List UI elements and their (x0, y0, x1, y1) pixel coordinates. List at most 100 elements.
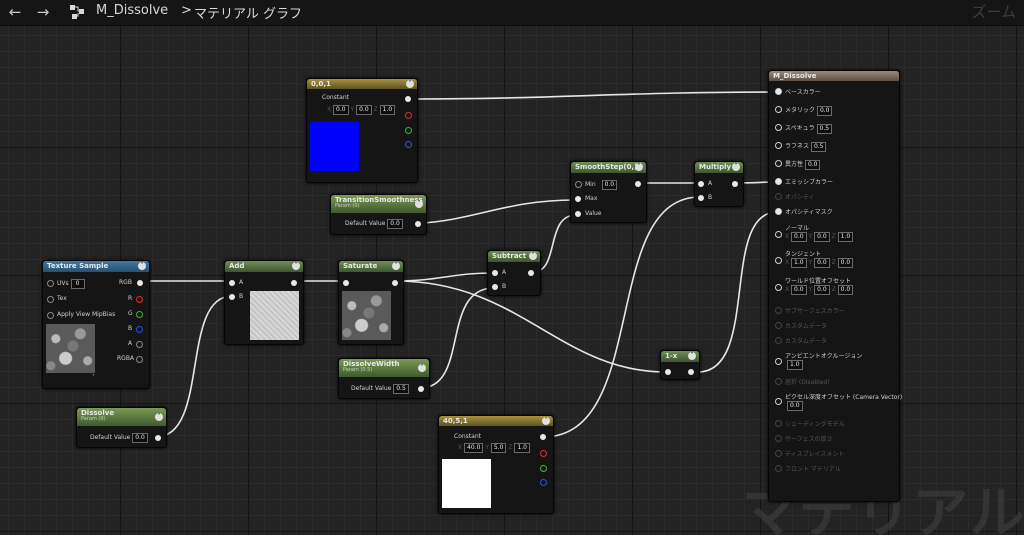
x-field[interactable]: 40.0 (464, 443, 484, 453)
input-pin-roughness[interactable] (775, 142, 782, 149)
chevron-down-icon[interactable]: ˅ (529, 252, 537, 260)
output-pin[interactable] (635, 181, 641, 187)
output-pin[interactable] (392, 280, 398, 286)
input-pin-pixel-depth[interactable] (775, 398, 782, 405)
output-pin-b[interactable] (405, 141, 412, 148)
chevron-down-icon[interactable]: ˅ (292, 262, 300, 270)
input-pin-a[interactable] (229, 280, 235, 286)
input-pin-mipbias[interactable] (47, 312, 54, 319)
chevron-down-icon[interactable]: ˅ (155, 413, 163, 421)
input-pin-uvs[interactable] (47, 280, 54, 287)
output-pin-rgba[interactable] (136, 356, 143, 363)
chevron-down-icon[interactable]: ˅ (392, 262, 400, 270)
input-pin[interactable] (665, 369, 671, 375)
node-header[interactable]: DissolveWidth Param (0.5) ˅ (339, 359, 429, 377)
output-pin-r[interactable] (540, 450, 547, 457)
normal-x-field[interactable]: 0.0 (791, 232, 807, 242)
input-pin-tangent[interactable] (775, 257, 782, 264)
node-header[interactable]: Multiply ˅ (695, 162, 743, 173)
node-header[interactable]: Dissolve Param (0) ˅ (77, 408, 166, 426)
breadcrumb-asset[interactable]: M_Dissolve (96, 3, 169, 18)
input-pin-specular[interactable] (775, 124, 782, 131)
input-pin-base-color[interactable] (775, 88, 782, 95)
normal-z-field[interactable]: 1.0 (837, 232, 854, 242)
node-param-transition[interactable]: TransitionSmoothness Param (0) ˅ Default… (330, 194, 427, 235)
y-field[interactable]: 0.0 (356, 105, 372, 115)
node-header[interactable]: 0,0,1 ˄ (307, 79, 417, 89)
output-pin-b[interactable] (540, 479, 547, 486)
output-pin-g[interactable] (136, 311, 143, 318)
input-pin-custom1[interactable] (775, 337, 782, 344)
node-header[interactable]: Subtract ˅ (488, 251, 540, 262)
output-pin[interactable] (732, 181, 738, 187)
input-pin-opacity[interactable] (775, 193, 782, 200)
input-pin-b[interactable] (492, 284, 498, 290)
tangent-z-field[interactable]: 0.0 (837, 258, 854, 268)
chevron-up-icon[interactable]: ˄ (406, 80, 414, 88)
y-field[interactable]: 5.0 (490, 443, 507, 453)
node-subtract[interactable]: Subtract ˅ A B (487, 250, 541, 296)
input-pin-shading-model[interactable] (775, 420, 782, 427)
chevron-down-icon[interactable]: ˅ (418, 364, 426, 372)
default-value-field[interactable]: 0.0 (387, 219, 403, 229)
breadcrumb-graph[interactable]: マテリアル グラフ (194, 7, 303, 22)
output-pin[interactable] (291, 280, 297, 286)
chevron-down-icon[interactable]: ˅ (92, 374, 95, 381)
material-graph-canvas[interactable]: マテリアル 0,0,1 ˄ Constant X 0.0 Y (0, 25, 1024, 535)
input-pin-displacement[interactable] (775, 450, 782, 457)
output-pin-rgb[interactable] (540, 434, 546, 440)
default-value-field[interactable]: 0.5 (393, 384, 409, 394)
input-pin-wpo[interactable] (775, 284, 782, 291)
anisotropy-field[interactable]: 0.0 (804, 160, 821, 170)
input-pin-anisotropy[interactable] (775, 160, 782, 167)
input-pin-tex[interactable] (47, 296, 54, 303)
node-header[interactable]: TransitionSmoothness Param (0) ˅ (331, 195, 426, 213)
roughness-field[interactable]: 0.5 (810, 142, 827, 152)
tangent-y-field[interactable]: 0.0 (814, 258, 830, 268)
node-saturate[interactable]: Saturate ˅ (338, 260, 404, 345)
node-header[interactable]: Saturate ˅ (339, 261, 403, 272)
normal-y-field[interactable]: 0.0 (814, 232, 830, 242)
wpo-y-field[interactable]: 0.0 (814, 285, 830, 295)
node-add[interactable]: Add ˅ A B (224, 260, 304, 345)
input-pin-subsurface[interactable] (775, 307, 782, 314)
input-pin-refraction[interactable] (775, 378, 782, 385)
node-header[interactable]: SmoothStep(0,) ˅ (571, 162, 646, 173)
metallic-field[interactable]: 0.0 (816, 106, 833, 116)
input-pin-min[interactable] (575, 181, 582, 188)
input-pin-a[interactable] (698, 181, 704, 187)
node-constant-blue[interactable]: 0,0,1 ˄ Constant X 0.0 Y 0.0 Z 1.0 (306, 78, 418, 183)
node-header[interactable]: 1-x ˅ (661, 351, 699, 362)
output-pin[interactable] (415, 221, 421, 227)
node-header[interactable]: Texture Sample ˄ (43, 261, 149, 272)
min-field[interactable]: 0.0 (601, 180, 618, 190)
output-pin-r[interactable] (136, 296, 143, 303)
node-one-minus[interactable]: 1-x ˅ (660, 350, 700, 380)
output-pin-a[interactable] (136, 341, 143, 348)
output-pin[interactable] (688, 369, 694, 375)
x-field[interactable]: 0.0 (333, 105, 349, 115)
specular-field[interactable]: 0.5 (816, 124, 833, 134)
chevron-up-icon[interactable]: ˄ (138, 262, 146, 270)
arrow-left-icon[interactable]: ← (8, 3, 22, 21)
node-header[interactable]: 40,5,1 ˄ (439, 416, 553, 426)
chevron-down-icon[interactable]: ˅ (688, 352, 696, 360)
input-pin[interactable] (343, 280, 349, 286)
node-header[interactable]: M_Dissolve (769, 71, 899, 81)
node-param-dissolve-width[interactable]: DissolveWidth Param (0.5) ˅ Default Valu… (338, 358, 430, 399)
input-pin-a[interactable] (492, 270, 498, 276)
tangent-x-field[interactable]: 1.0 (791, 258, 807, 268)
uvs-field[interactable]: 0 (70, 279, 85, 289)
input-pin-ao[interactable] (775, 358, 782, 365)
pixel-depth-field[interactable]: 0.0 (787, 401, 803, 411)
wpo-x-field[interactable]: 0.0 (791, 285, 807, 295)
z-field[interactable]: 1.0 (514, 443, 530, 453)
input-pin-metallic[interactable] (775, 106, 782, 113)
chevron-down-icon[interactable]: ˅ (732, 163, 740, 171)
output-pin[interactable] (528, 270, 534, 276)
output-pin-g[interactable] (540, 465, 547, 472)
input-pin-custom0[interactable] (775, 322, 782, 329)
node-param-dissolve[interactable]: Dissolve Param (0) ˅ Default Value 0.0 (76, 407, 167, 448)
node-material-result[interactable]: M_Dissolve ベースカラー メタリック 0.0 スペキュラ 0.5 ラフ… (768, 70, 902, 502)
input-pin-value[interactable] (575, 211, 581, 217)
